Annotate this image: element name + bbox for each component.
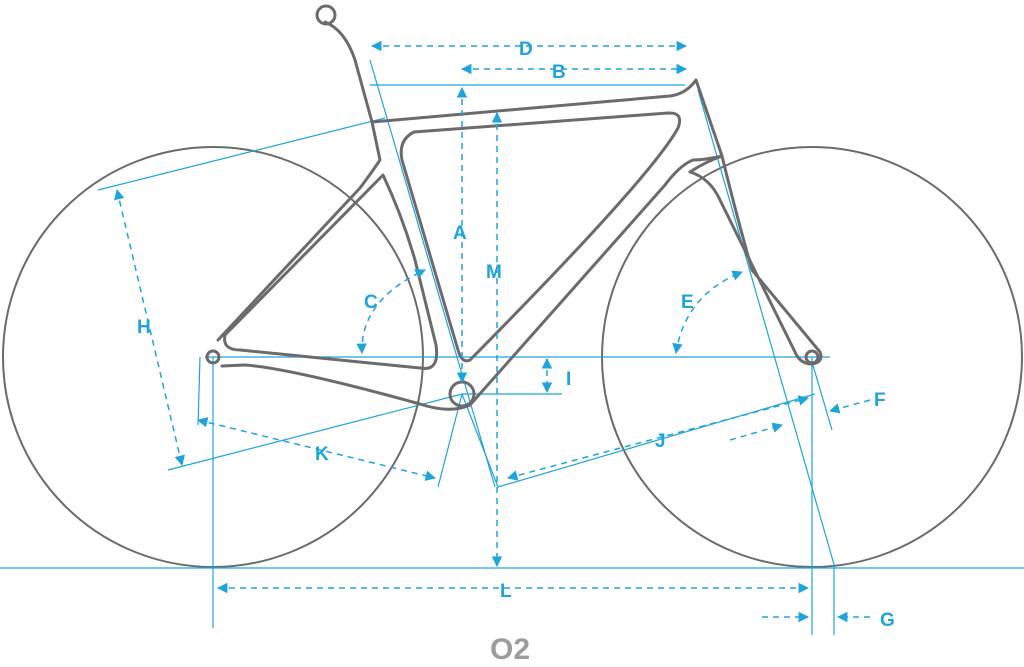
label-E: E bbox=[681, 292, 694, 313]
label-I: I bbox=[566, 369, 571, 390]
dimension-arrows bbox=[114, 40, 871, 623]
label-H: H bbox=[137, 317, 151, 338]
label-D: D bbox=[519, 39, 533, 60]
label-G: G bbox=[880, 610, 895, 631]
label-J: J bbox=[655, 431, 666, 452]
bike-frame bbox=[205, 4, 823, 411]
label-K: K bbox=[315, 444, 329, 465]
model-title: O2 bbox=[490, 633, 530, 666]
label-B: B bbox=[552, 62, 566, 83]
label-M: M bbox=[486, 262, 502, 283]
label-C: C bbox=[364, 292, 378, 313]
reference-lines bbox=[0, 59, 1024, 635]
label-L: L bbox=[500, 581, 512, 602]
label-A: A bbox=[453, 223, 467, 244]
dimension-labels: D B A M H C E I F J K L G bbox=[137, 39, 895, 631]
label-F: F bbox=[874, 390, 886, 411]
